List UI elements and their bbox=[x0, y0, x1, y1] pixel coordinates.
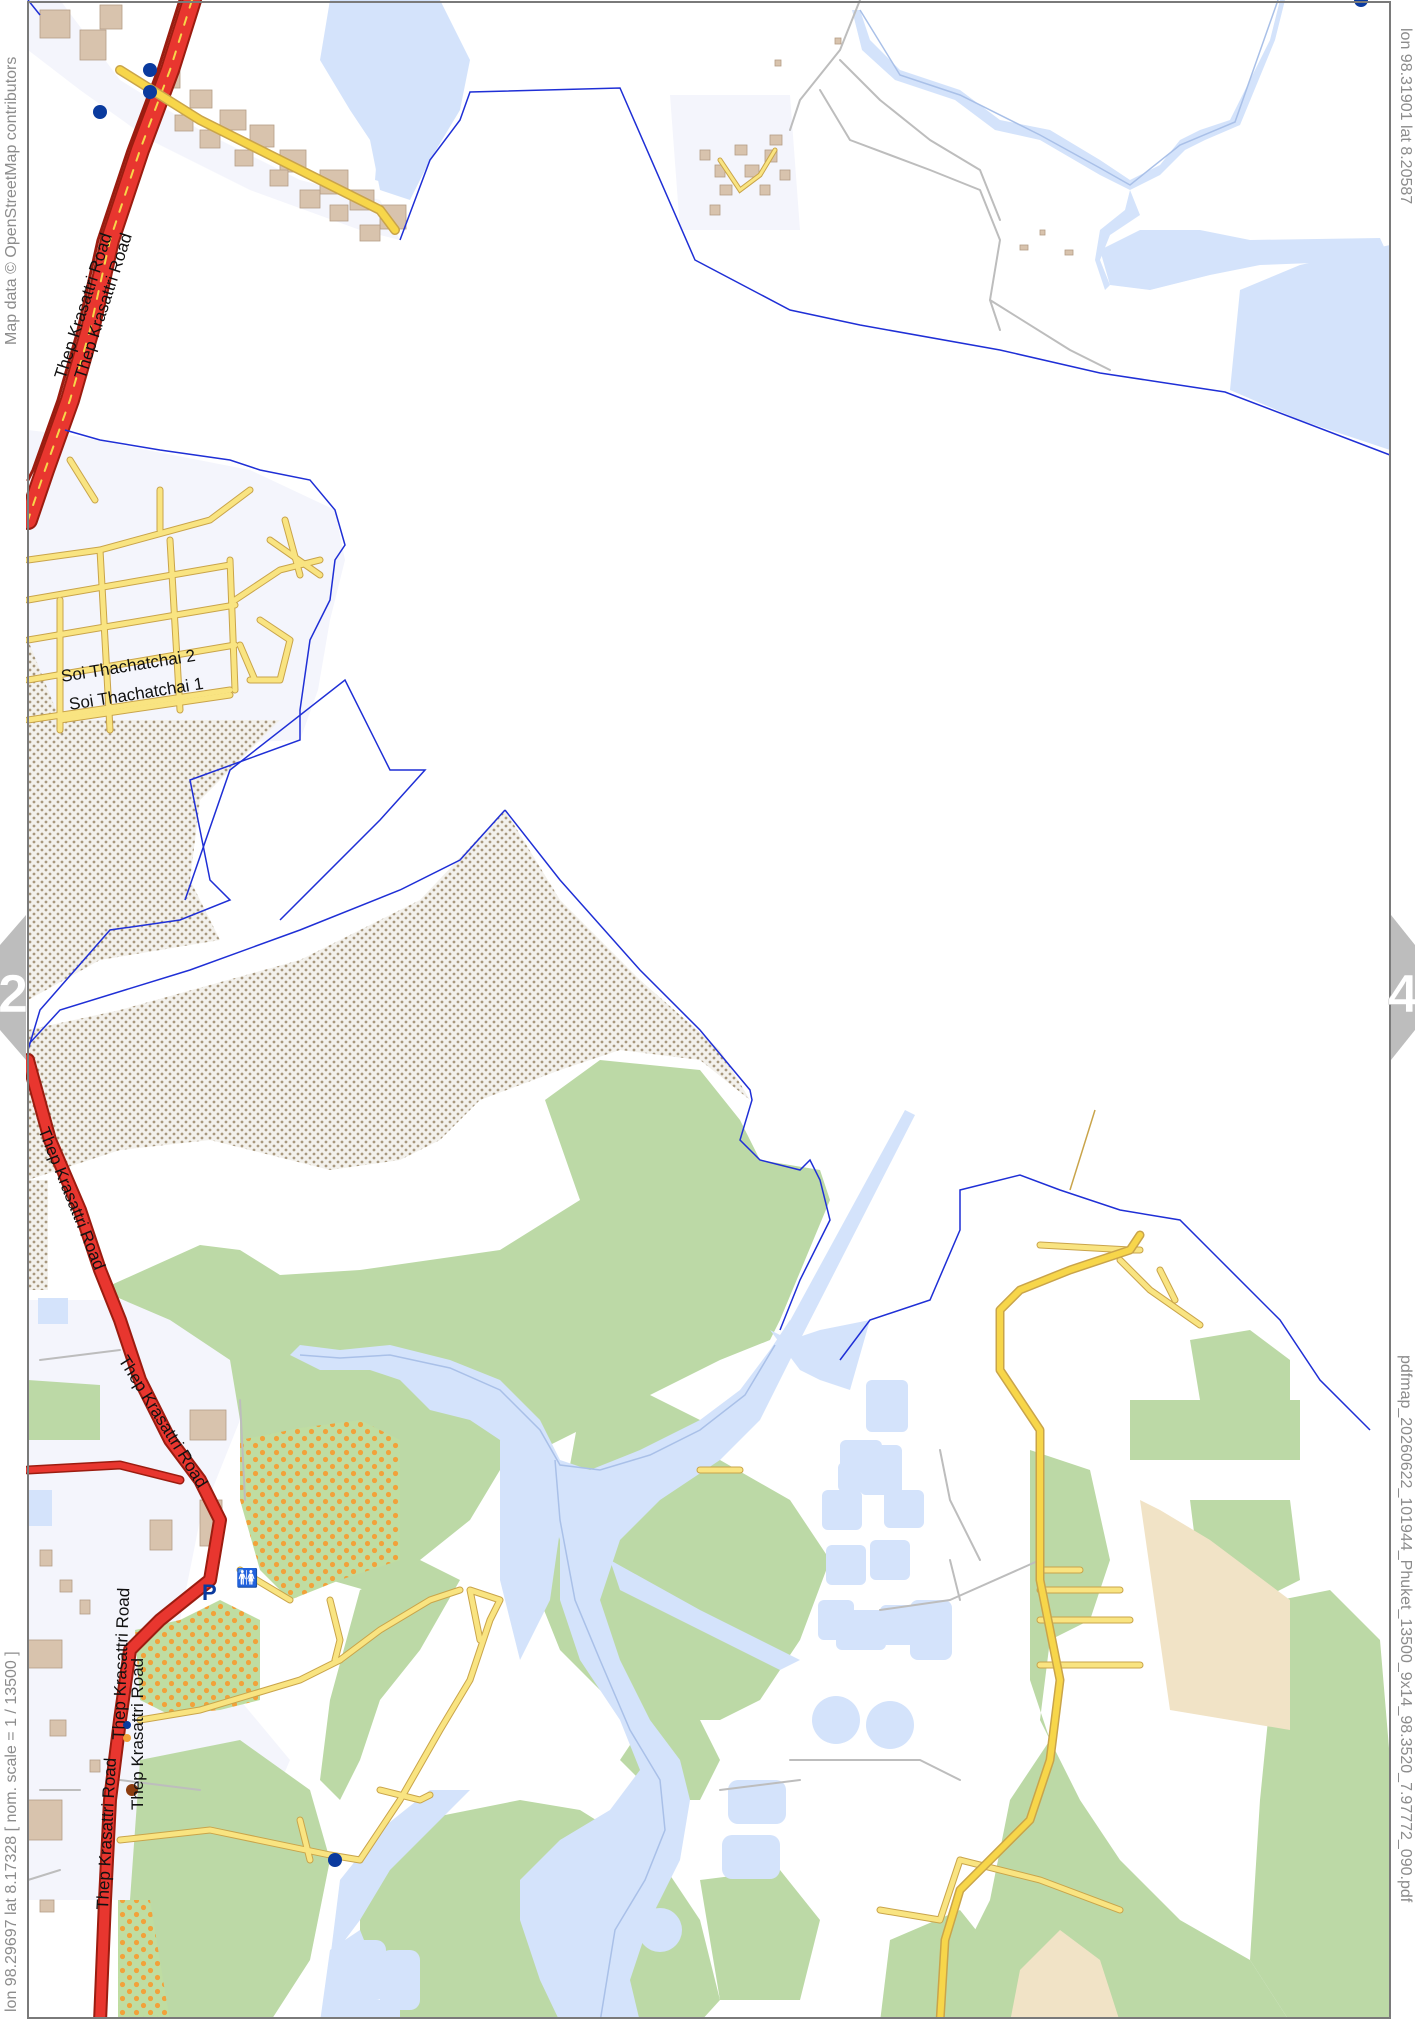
minor-roads bbox=[24, 0, 1204, 1924]
parking-icon[interactable]: P bbox=[202, 1580, 217, 1605]
corner-coordinates-top-right: lon 98.31901 lat 8.20587 bbox=[1397, 28, 1414, 204]
tracks bbox=[1069, 1109, 1096, 1191]
corner-coordinates-bottom-left: lon 98.29697 lat 8.17328 [ nom. scale = … bbox=[3, 1651, 20, 2012]
bottom-margin bbox=[0, 2019, 1415, 2022]
poi-dot-icon[interactable] bbox=[123, 1721, 131, 1729]
attribution-text: Map data © OpenStreetMap contributors bbox=[3, 57, 20, 345]
bus-stop-icon[interactable] bbox=[143, 63, 157, 77]
sand-areas bbox=[1010, 1500, 1290, 2022]
bus-stops bbox=[93, 0, 1368, 1867]
prev-page-number: 2 bbox=[0, 964, 28, 1024]
poi-dot-icon[interactable] bbox=[123, 1734, 131, 1742]
mangrove-areas bbox=[28, 640, 750, 1290]
next-page-button[interactable]: 4 bbox=[1388, 915, 1415, 1060]
bus-stop-icon[interactable] bbox=[93, 105, 107, 119]
prev-page-button[interactable]: 2 bbox=[0, 915, 28, 1060]
orchard-areas bbox=[118, 1420, 400, 2022]
poi-dot-icon[interactable] bbox=[126, 1784, 138, 1796]
secondary-road-right bbox=[935, 1230, 1145, 2022]
bus-stop-icon[interactable] bbox=[328, 1853, 342, 1867]
toilets-icon[interactable]: 🚻 bbox=[236, 1567, 258, 1588]
primary-road-thep-krasattri bbox=[18, 0, 400, 2022]
admin-boundaries bbox=[27, 0, 1391, 1431]
next-page-number: 4 bbox=[1388, 964, 1415, 1024]
creek-lines bbox=[299, 0, 1279, 2022]
file-name-text: pdfmap_20260622_101944_Phuket_13500_9x14… bbox=[1397, 1355, 1414, 1903]
road-label: Thep Krasattri Road bbox=[128, 1658, 147, 1810]
water-areas bbox=[28, 0, 1390, 2022]
village-road bbox=[717, 147, 778, 194]
bus-stop-icon[interactable] bbox=[143, 85, 157, 99]
